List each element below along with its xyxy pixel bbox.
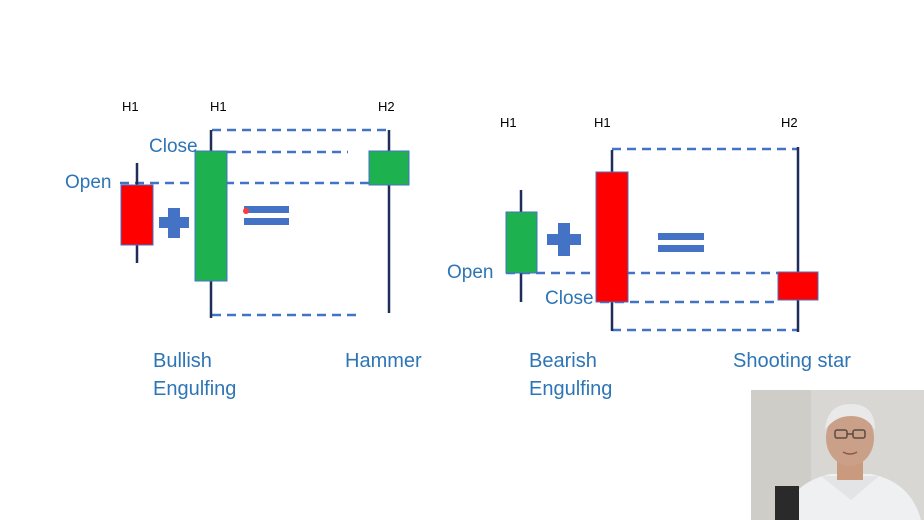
right-result-caption: Shooting star [733, 347, 851, 375]
right-open-label: Open [447, 262, 494, 283]
left-h1-bear-body [120, 184, 154, 246]
left-pattern-line-1: Bullish [153, 350, 212, 372]
shooting-star-label: Shooting star [733, 350, 851, 372]
left-open-label: Open [65, 172, 112, 193]
right-panel [505, 147, 819, 332]
right-h1-bull-body [505, 211, 538, 274]
left-header-h2: H2 [378, 99, 395, 114]
right-header-h2: H2 [781, 115, 798, 130]
presenter-webcam [751, 390, 924, 520]
right-h2-star-body [777, 271, 819, 301]
right-equals-icon [658, 233, 704, 252]
left-h1-bull-body [194, 150, 228, 282]
right-h1-bear-body [595, 171, 629, 303]
left-h2-hammer-body [368, 150, 410, 186]
right-close-label: Close [545, 288, 594, 309]
left-panel [120, 128, 410, 318]
hammer-label: Hammer [345, 350, 422, 372]
left-header-h1-a: H1 [122, 99, 139, 114]
left-plus-icon [159, 208, 189, 238]
pointer-dot-icon [243, 208, 249, 214]
right-header-h1-a: H1 [500, 115, 517, 130]
left-pattern-line-2: Engulfing [153, 378, 237, 400]
right-plus-icon [547, 223, 581, 256]
left-equals-icon [243, 206, 289, 225]
left-close-label: Close [149, 136, 198, 157]
left-pattern-caption: Bullish Engulfing [153, 347, 236, 403]
right-pattern-line-2: Engulfing [529, 378, 613, 400]
right-header-h1-b: H1 [594, 115, 611, 130]
right-pattern-line-1: Bearish [529, 350, 597, 372]
left-header-h1-b: H1 [210, 99, 227, 114]
right-pattern-caption: Bearish Engulfing [529, 347, 612, 403]
left-result-caption: Hammer [345, 347, 422, 375]
presenter-video-icon [751, 390, 924, 520]
